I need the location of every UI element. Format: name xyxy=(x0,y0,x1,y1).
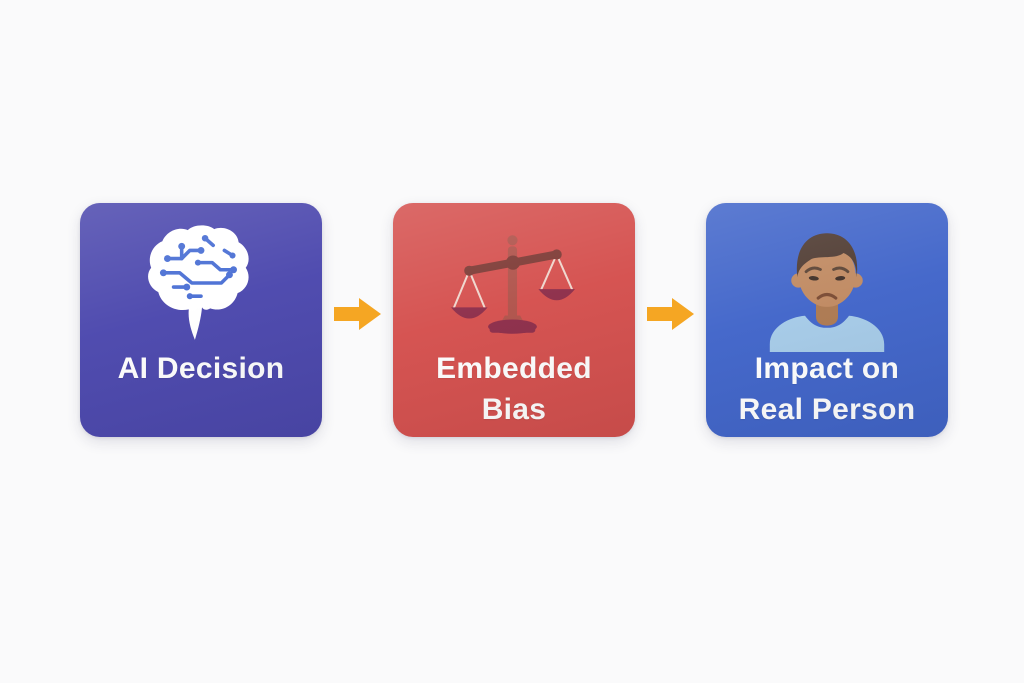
flow-arrow-2 xyxy=(635,295,706,333)
box-label-line: Bias xyxy=(481,393,547,426)
flow-arrow-1 xyxy=(322,295,393,333)
flow-box-embedded-bias: Embedded Bias xyxy=(393,203,635,437)
right-arrow-icon xyxy=(333,298,381,330)
box-label-line: AI Decision xyxy=(117,352,285,385)
flowchart-row: AI Decision xyxy=(80,203,948,437)
right-arrow-icon xyxy=(646,298,694,330)
box-label-line: Real Person xyxy=(738,393,916,426)
scales-of-justice-icon xyxy=(451,203,577,346)
flow-box-impact-real-person: Impact on Real Person xyxy=(706,203,948,437)
box-label-line: Impact on xyxy=(754,352,900,385)
box-label-embedded-bias: Embedded Bias xyxy=(436,348,592,430)
sad-person-icon xyxy=(761,203,893,352)
brain-circuit-icon xyxy=(140,203,262,346)
box-label-line: Embedded xyxy=(436,352,592,385)
flow-box-ai-decision: AI Decision xyxy=(80,203,322,437)
box-label-ai-decision: AI Decision xyxy=(118,348,285,389)
box-label-impact-real-person: Impact on Real Person xyxy=(739,348,916,430)
